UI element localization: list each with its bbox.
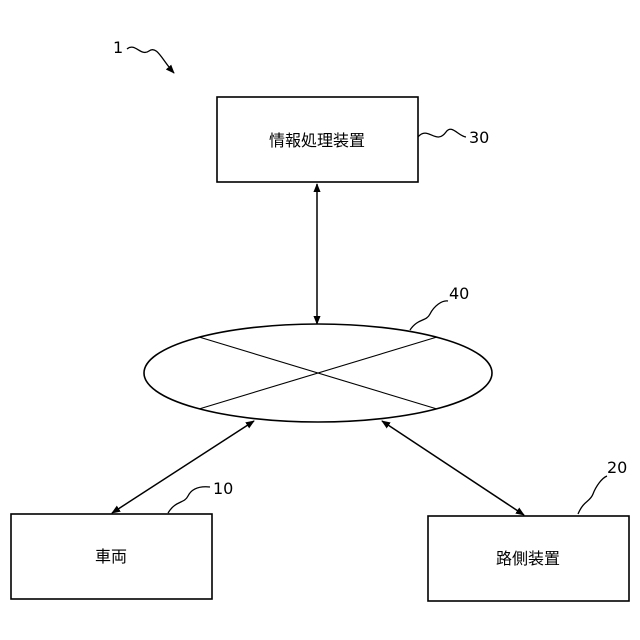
roadside-ref-number: 20 [607, 458, 627, 477]
system-ref-number: 1 [113, 38, 123, 57]
roadside-network-link [382, 421, 524, 515]
vehicle-label: 車両 [95, 547, 127, 566]
vehicle-node: 車両 10 [11, 479, 233, 599]
vehicle-ref-number: 10 [213, 479, 233, 498]
system-leader-arrow [127, 47, 174, 73]
network-leader [410, 301, 448, 330]
network-ref-number: 40 [449, 284, 469, 303]
info-processor-node: 情報処理装置 30 [217, 97, 489, 182]
info-processor-ref-number: 30 [469, 128, 489, 147]
system-reference: 1 [113, 38, 174, 73]
roadside-label: 路側装置 [496, 549, 560, 568]
vehicle-leader [168, 487, 210, 513]
network-node: 40 [144, 284, 492, 422]
info-processor-label: 情報処理装置 [269, 131, 365, 150]
roadside-leader [578, 476, 607, 514]
vehicle-network-link [112, 421, 254, 513]
info-processor-leader [418, 129, 466, 137]
roadside-node: 路側装置 20 [428, 458, 629, 601]
